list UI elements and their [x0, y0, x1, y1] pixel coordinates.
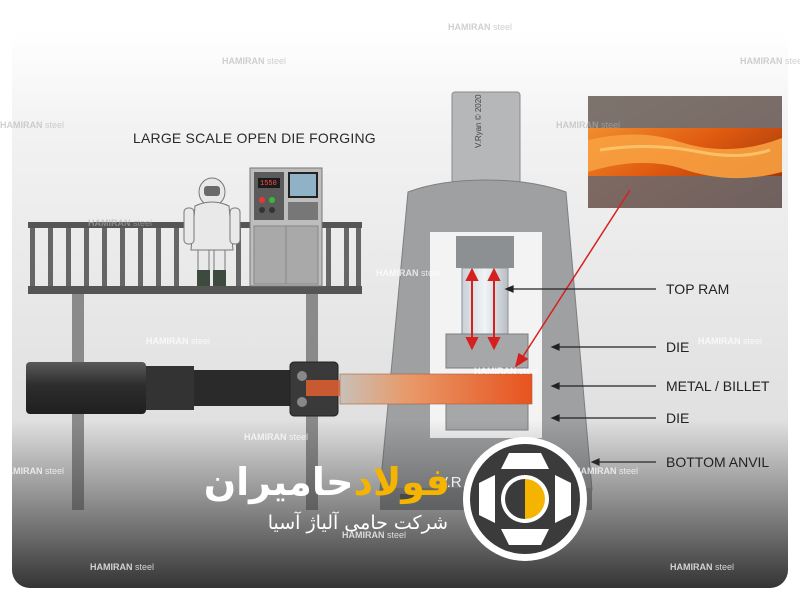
- brand-name-rest: حامیران: [203, 460, 354, 504]
- brand-subtitle: شرکت حامی آلیاژ آسیا: [267, 512, 448, 534]
- watermark: HAMIRAN steel: [0, 120, 65, 130]
- watermark: HAMIRAN steel: [556, 120, 621, 130]
- watermark: HAMIRAN steel: [448, 22, 513, 32]
- photo-pointer: [514, 189, 631, 368]
- copyright-text: V.Ryan © 2020: [474, 94, 483, 148]
- watermark: HAMIRAN steel: [88, 218, 153, 228]
- watermark: HAMIRAN steel: [0, 466, 65, 476]
- ram-motion-arrows: [465, 267, 501, 351]
- watermark: HAMIRAN steel: [146, 336, 211, 346]
- operator-figure: [183, 177, 241, 286]
- watermark: HAMIRAN steel: [740, 56, 800, 66]
- manipulator-arm: [26, 361, 339, 417]
- hot-forging-photo: [588, 96, 782, 208]
- label-metal-billet: METAL / BILLET: [666, 378, 770, 394]
- label-die-top: DIE: [666, 339, 690, 355]
- watermark: HAMIRAN steel: [244, 432, 309, 442]
- watermark: HAMIRAN steel: [376, 268, 441, 278]
- label-top-ram: TOP RAM: [666, 281, 730, 297]
- watermark: HAMIRAN steel: [90, 562, 155, 572]
- label-die-bottom: DIE: [666, 410, 690, 426]
- press-label-partial: V.R: [438, 474, 462, 491]
- hot-billet: [306, 373, 533, 405]
- label-bottom-anvil: BOTTOM ANVIL: [666, 454, 770, 470]
- watermark: HAMIRAN steel: [222, 56, 287, 66]
- brand-name-accent: فولاد: [353, 460, 450, 504]
- watermark: HAMIRAN steel: [342, 530, 407, 540]
- panel-readout: 1550: [260, 180, 277, 188]
- watermark: HAMIRAN steel: [670, 562, 735, 572]
- watermark: HAMIRAN steel: [698, 336, 763, 346]
- diagram-title: LARGE SCALE OPEN DIE FORGING: [133, 130, 376, 146]
- control-cabinet: [249, 167, 323, 287]
- watermark: HAMIRAN steel: [574, 466, 639, 476]
- hamiran-logo: [463, 437, 587, 561]
- brand-name: فولادحامیران: [204, 460, 450, 504]
- watermark: HAMIRAN steel: [474, 366, 539, 376]
